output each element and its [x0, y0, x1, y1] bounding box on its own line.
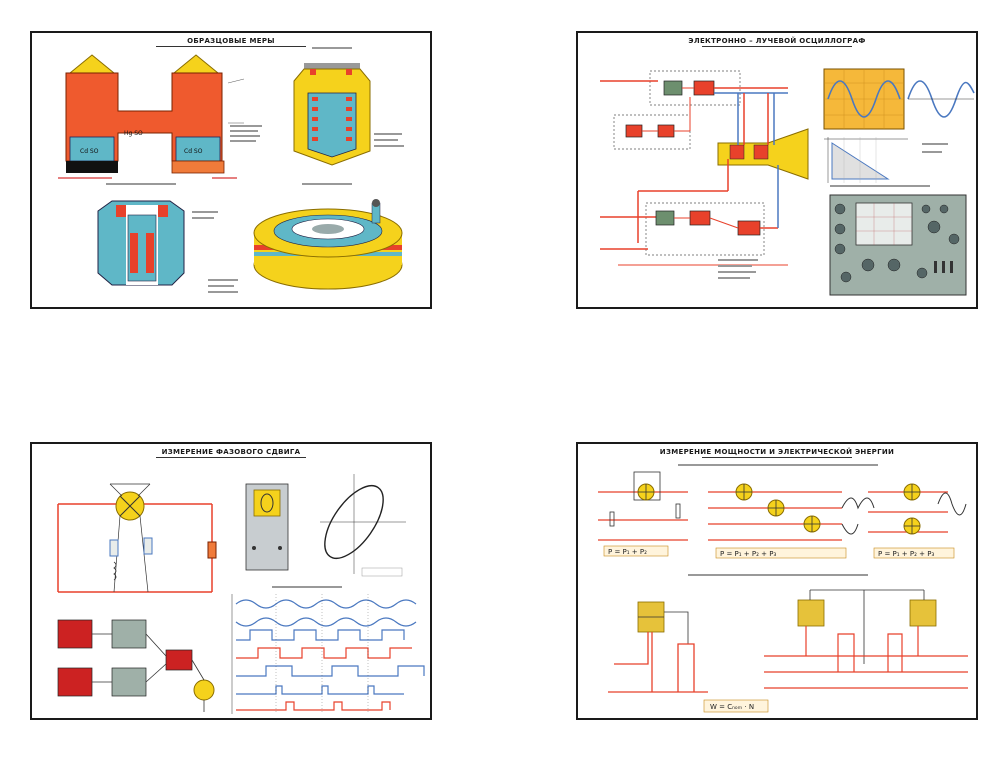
phasemeter-circuit: [57, 483, 217, 593]
poster-power-energy[interactable]: ИЗМЕРЕНИЕ МОЩНОСТИ И ЭЛЕКТРИЧЕСКОЙ ЭНЕРГ…: [576, 442, 978, 720]
poster-standard-measures[interactable]: ОБРАЗЦОВЫЕ МЕРЫ Cd SO Cd SO Cd SO Hg SO: [30, 31, 432, 309]
poster-oscilloscope[interactable]: ЭЛЕКТРОННО – ЛУЧЕВОЙ ОСЦИЛЛОГРАФ: [576, 31, 978, 309]
power-measurement-diagram: P = P₁ + P₂ P = P₁ + P₂ + P₃: [598, 464, 968, 713]
phase-block-diagram: [57, 619, 215, 712]
poster-title: ОБРАЗЦОВЫЕ МЕРЫ: [32, 37, 430, 47]
svg-text:Cd SO: Cd SO: [80, 148, 99, 155]
energy-meter-right: [764, 589, 968, 689]
block-diagram: [600, 70, 809, 279]
wattmeter-circuit-1: P = P₁ + P₂: [598, 471, 688, 557]
svg-text:Cd SO: Cd SO: [134, 100, 156, 108]
svg-text:P = P₁ + P₂ + P₃: P = P₁ + P₂ + P₃: [720, 550, 776, 558]
oscilloscope-panel: [829, 185, 967, 296]
oscilloscope-diagram: [600, 68, 975, 296]
resistance-coil: [293, 47, 404, 166]
timing-waveforms: [231, 586, 425, 714]
svg-text:P = P₁ + P₂ + P₃: P = P₁ + P₂ + P₃: [878, 550, 934, 558]
poster-title: ИЗМЕРЕНИЕ МОЩНОСТИ И ЭЛЕКТРИЧЕСКОЙ ЭНЕРГ…: [659, 448, 895, 458]
phase-shift-diagram: [57, 474, 425, 714]
svg-text:P = P₁ + P₂: P = P₁ + P₂: [608, 548, 647, 556]
svg-text:W = Cₙₒₘ · N: W = Cₙₒₘ · N: [710, 703, 754, 711]
svg-text:Cd SO: Cd SO: [184, 148, 203, 155]
normal-element-cell: Cd SO Cd SO Cd SO Hg SO: [58, 54, 262, 179]
wattmeter-circuit-2: P = P₁ + P₂ + P₃: [708, 483, 875, 559]
energy-meter-left: [608, 601, 708, 693]
svg-text:Hg SO: Hg SO: [124, 130, 143, 137]
poster-phase-shift[interactable]: ИЗМЕРЕНИЕ ФАЗОВОГО СДВИГА: [30, 442, 432, 720]
inductance-coil: [97, 183, 218, 286]
wattmeter-circuit-3: P = P₁ + P₂ + P₃: [868, 483, 967, 559]
poster-title: ЭЛЕКТРОННО – ЛУЧЕВОЙ ОСЦИЛЛОГРАФ: [688, 37, 866, 47]
waveform-screen: [823, 68, 975, 183]
phasemeter-device: [245, 483, 289, 571]
poster-title: ИЗМЕРЕНИЕ ФАЗОВОГО СДВИГА: [32, 448, 430, 458]
lissajous-ellipse: [320, 474, 406, 577]
standard-measures-illustration: Cd SO Cd SO Cd SO Hg SO: [58, 47, 404, 293]
capacitor-disk: [208, 183, 403, 293]
